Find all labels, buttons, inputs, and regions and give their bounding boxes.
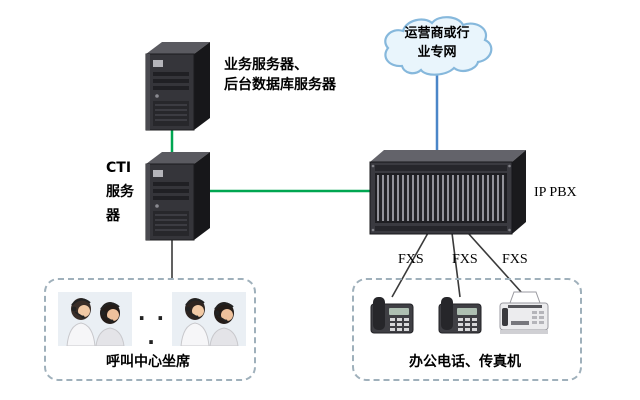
desk-phone-icon-2 — [436, 294, 484, 340]
fxs-label-3: FXS — [502, 252, 528, 267]
fxs-label-1: FXS — [398, 252, 424, 267]
link-pbx-phone1 — [391, 232, 429, 298]
office-devices-label: 办公电话、传真机 — [409, 354, 521, 370]
cti-server-label: CTI 服务 器 — [106, 160, 134, 224]
pbx-card-slots — [377, 175, 505, 221]
desk-phone-icon-1 — [368, 294, 416, 340]
link-pbx-phone2 — [451, 232, 461, 298]
ip-pbx-icon — [368, 148, 528, 236]
call-center-group-box — [44, 278, 256, 381]
agents-photo-2 — [172, 292, 246, 350]
office-devices-group-box — [352, 278, 582, 381]
ip-pbx-label: IP PBX — [534, 185, 577, 200]
agents-ellipsis: · · · — [137, 306, 167, 354]
cloud-label: 运营商或行 业专网 — [404, 26, 470, 60]
link-pbx-fax — [467, 232, 523, 294]
app-server-icon — [142, 40, 214, 138]
call-center-label: 呼叫中心坐席 — [106, 354, 190, 370]
agents-photo-1 — [58, 292, 132, 350]
cloud-icon — [376, 12, 498, 82]
fxs-label-2: FXS — [452, 252, 478, 267]
fax-machine-icon — [496, 290, 552, 342]
app-server-label: 业务服务器、 后台数据库服务器 — [224, 57, 336, 93]
cti-server-icon — [142, 150, 214, 248]
